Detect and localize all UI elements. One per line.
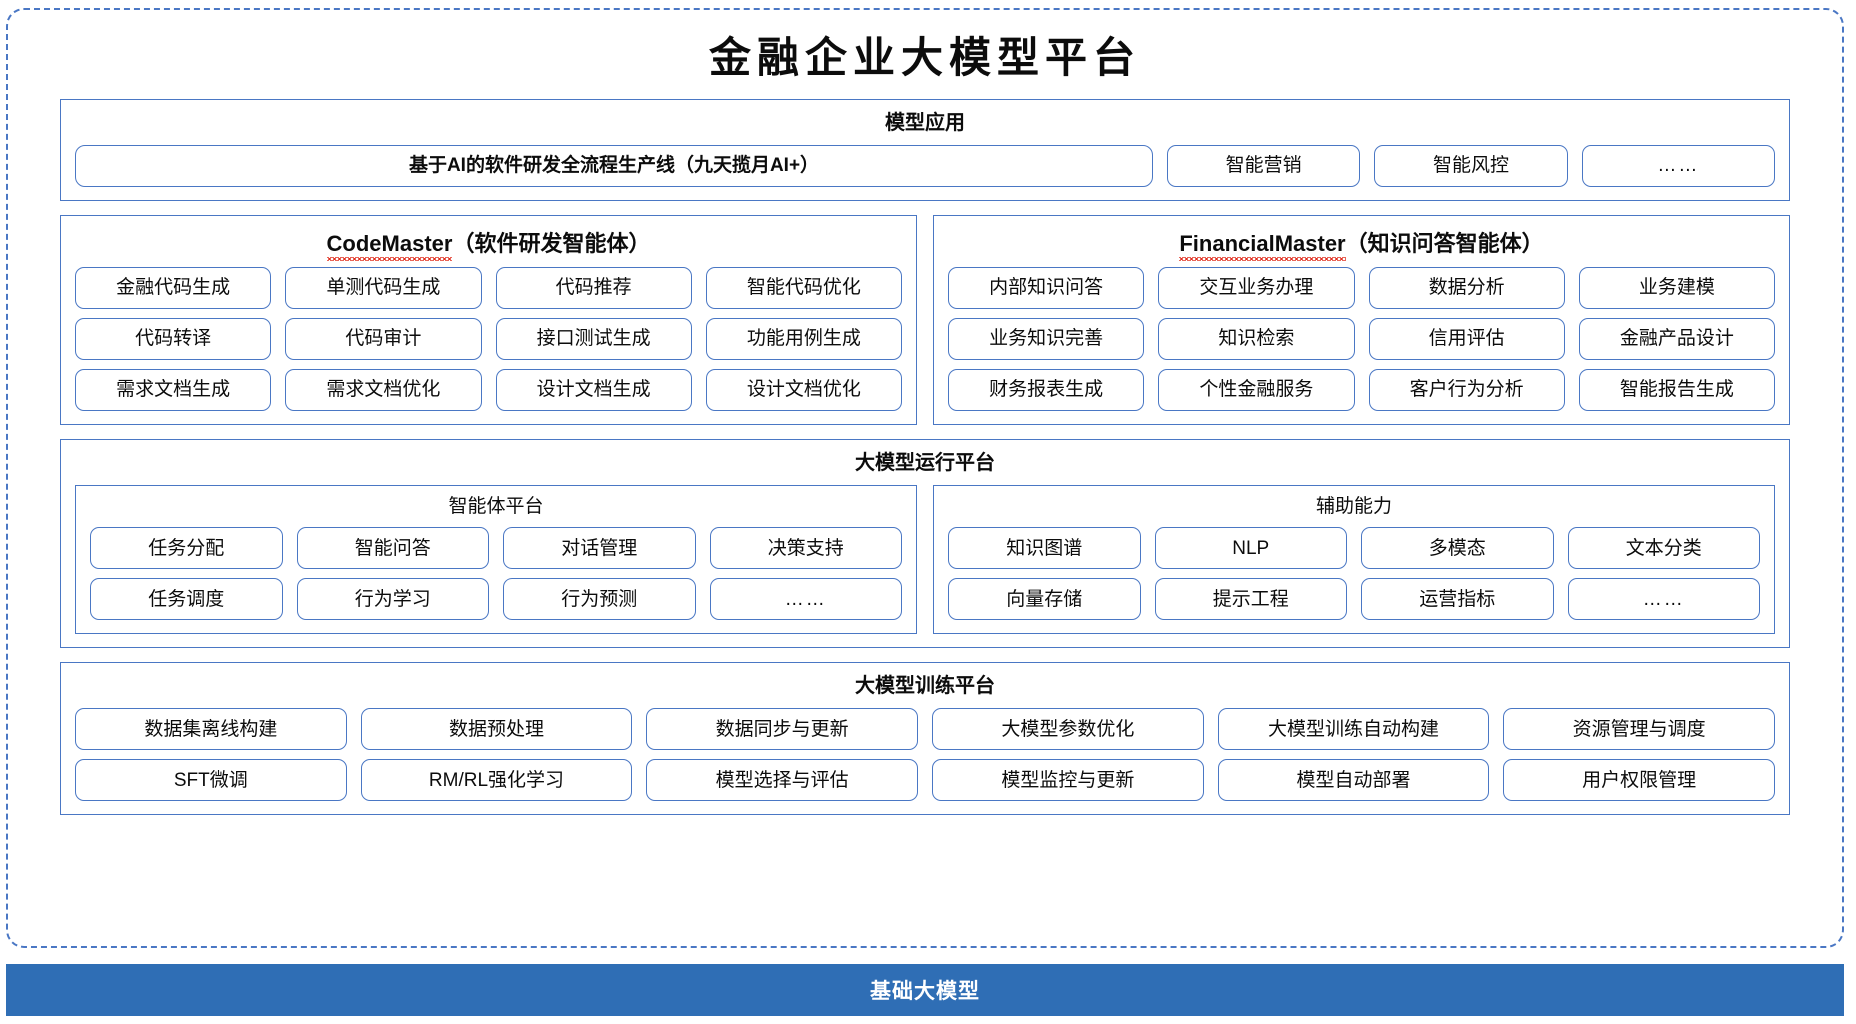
training-chip[interactable]: SFT微调 xyxy=(75,759,347,802)
runtime-chip[interactable]: 多模态 xyxy=(1361,527,1554,570)
training-chip[interactable]: 数据预处理 xyxy=(360,708,633,751)
agent-title-financialmaster: FinancialMaster（知识问答智能体） xyxy=(948,226,1775,261)
agent-name-financialmaster: FinancialMaster xyxy=(1179,230,1346,261)
runtime-column-title-auxiliary: 辅助能力 xyxy=(1315,495,1392,517)
agent-panel-codemaster: CodeMaster（软件研发智能体） 金融代码生成 单测代码生成 代码推荐 智… xyxy=(60,214,917,425)
capability-chip[interactable]: 需求文档生成 xyxy=(75,368,272,411)
section-title-runtime-platform: 大模型运行平台 xyxy=(855,451,995,474)
capability-chip[interactable]: 业务建模 xyxy=(1578,266,1775,309)
runtime-column-auxiliary: 辅助能力 知识图谱 NLP 多模态 文本分类 向量存储 提示工程 运营指标 …… xyxy=(933,484,1775,635)
model-application-row: 基于AI的软件研发全流程生产线（九天揽月AI+） 智能营销 智能风控 …… xyxy=(75,144,1775,187)
runtime-column-title-agent-platform: 智能体平台 xyxy=(448,495,544,517)
runtime-chip[interactable]: 知识图谱 xyxy=(948,527,1141,570)
agent-suffix-financialmaster: （知识问答智能体） xyxy=(1345,230,1544,256)
runtime-chip[interactable]: 向量存储 xyxy=(948,578,1141,621)
model-application-banner[interactable]: 基于AI的软件研发全流程生产线（九天揽月AI+） xyxy=(75,144,1153,187)
capability-chip[interactable]: 内部知识问答 xyxy=(948,266,1145,309)
agent-panel-financialmaster: FinancialMaster（知识问答智能体） 内部知识问答 交互业务办理 数… xyxy=(933,214,1790,425)
training-chip[interactable]: 用户权限管理 xyxy=(1503,759,1775,802)
runtime-grid-agent-platform: 任务分配 智能问答 对话管理 决策支持 任务调度 行为学习 行为预测 …… xyxy=(90,527,902,621)
training-chip[interactable]: 大模型训练自动构建 xyxy=(1217,708,1490,751)
capability-chip[interactable]: 个性金融服务 xyxy=(1158,368,1355,411)
runtime-chip[interactable]: 行为学习 xyxy=(296,578,489,621)
section-title-training-platform: 大模型训练平台 xyxy=(855,675,995,698)
training-chip[interactable]: 模型监控与更新 xyxy=(931,759,1204,802)
platform-outer-frame: 金融企业大模型平台 模型应用 基于AI的软件研发全流程生产线（九天揽月AI+） … xyxy=(6,8,1844,948)
capability-chip[interactable]: 代码推荐 xyxy=(495,266,692,309)
model-application-item-marketing[interactable]: 智能营销 xyxy=(1167,144,1361,187)
capability-chip[interactable]: 金融产品设计 xyxy=(1578,317,1775,360)
section-training-platform: 大模型训练平台 数据集离线构建 数据预处理 数据同步与更新 大模型参数优化 大模… xyxy=(60,662,1790,816)
runtime-chip[interactable]: 智能问答 xyxy=(296,527,489,570)
training-chip[interactable]: 数据同步与更新 xyxy=(646,708,918,751)
training-chip[interactable]: 资源管理与调度 xyxy=(1503,708,1775,751)
training-chip[interactable]: 大模型参数优化 xyxy=(931,708,1204,751)
capability-chip[interactable]: 需求文档优化 xyxy=(285,368,482,411)
model-application-item-riskcontrol[interactable]: 智能风控 xyxy=(1374,144,1568,187)
runtime-chip[interactable]: 任务分配 xyxy=(90,527,283,570)
capability-chip[interactable]: 设计文档优化 xyxy=(705,368,902,411)
runtime-column-agent-platform: 智能体平台 任务分配 智能问答 对话管理 决策支持 任务调度 行为学习 行为预测… xyxy=(75,484,917,635)
capability-chip[interactable]: 业务知识完善 xyxy=(948,317,1145,360)
runtime-chip[interactable]: 对话管理 xyxy=(503,527,696,570)
runtime-chip-more[interactable]: …… xyxy=(709,578,902,621)
capability-chip[interactable]: 智能报告生成 xyxy=(1578,368,1775,411)
runtime-chip[interactable]: 任务调度 xyxy=(90,578,283,621)
capability-chip[interactable]: 设计文档生成 xyxy=(495,368,692,411)
training-chip[interactable]: RM/RL强化学习 xyxy=(360,759,633,802)
capability-chip[interactable]: 接口测试生成 xyxy=(495,317,692,360)
runtime-chip[interactable]: NLP xyxy=(1154,527,1347,570)
capability-chip[interactable]: 客户行为分析 xyxy=(1368,368,1565,411)
agent-title-codemaster: CodeMaster（软件研发智能体） xyxy=(75,226,902,261)
agent-name-codemaster: CodeMaster xyxy=(326,230,453,261)
runtime-chip[interactable]: 运营指标 xyxy=(1361,578,1554,621)
runtime-chip[interactable]: 提示工程 xyxy=(1154,578,1347,621)
capability-chip[interactable]: 单测代码生成 xyxy=(285,266,482,309)
agent-suffix-codemaster: （软件研发智能体） xyxy=(452,230,651,256)
capability-chip[interactable]: 数据分析 xyxy=(1368,266,1565,309)
capability-chip[interactable]: 功能用例生成 xyxy=(705,317,902,360)
runtime-chip[interactable]: 行为预测 xyxy=(503,578,696,621)
foundation-model-bar: 基础大模型 xyxy=(6,964,1844,1016)
page-title: 金融企业大模型平台 xyxy=(708,33,1141,82)
capability-chip[interactable]: 信用评估 xyxy=(1368,317,1565,360)
runtime-columns: 智能体平台 任务分配 智能问答 对话管理 决策支持 任务调度 行为学习 行为预测… xyxy=(75,484,1775,635)
agent-capability-grid-financialmaster: 内部知识问答 交互业务办理 数据分析 业务建模 业务知识完善 知识检索 信用评估… xyxy=(948,266,1775,411)
capability-chip[interactable]: 代码转译 xyxy=(75,317,272,360)
agent-capability-grid-codemaster: 金融代码生成 单测代码生成 代码推荐 智能代码优化 代码转译 代码审计 接口测试… xyxy=(75,266,902,411)
training-grid: 数据集离线构建 数据预处理 数据同步与更新 大模型参数优化 大模型训练自动构建 … xyxy=(75,708,1775,802)
capability-chip[interactable]: 知识检索 xyxy=(1158,317,1355,360)
capability-chip[interactable]: 交互业务办理 xyxy=(1158,266,1355,309)
training-chip[interactable]: 模型选择与评估 xyxy=(646,759,918,802)
foundation-model-label: 基础大模型 xyxy=(870,980,980,1003)
runtime-chip[interactable]: 决策支持 xyxy=(709,527,902,570)
runtime-chip[interactable]: 文本分类 xyxy=(1567,527,1760,570)
training-chip[interactable]: 模型自动部署 xyxy=(1217,759,1490,802)
section-model-application: 模型应用 基于AI的软件研发全流程生产线（九天揽月AI+） 智能营销 智能风控 … xyxy=(60,98,1790,201)
capability-chip[interactable]: 金融代码生成 xyxy=(75,266,272,309)
capability-chip[interactable]: 智能代码优化 xyxy=(705,266,902,309)
training-chip[interactable]: 数据集离线构建 xyxy=(75,708,347,751)
capability-chip[interactable]: 代码审计 xyxy=(285,317,482,360)
runtime-grid-auxiliary: 知识图谱 NLP 多模态 文本分类 向量存储 提示工程 运营指标 …… xyxy=(948,527,1760,621)
section-title-model-application: 模型应用 xyxy=(885,111,965,134)
section-agents: CodeMaster（软件研发智能体） 金融代码生成 单测代码生成 代码推荐 智… xyxy=(60,214,1790,425)
model-application-item-more[interactable]: …… xyxy=(1581,144,1775,187)
runtime-chip-more[interactable]: …… xyxy=(1567,578,1760,621)
capability-chip[interactable]: 财务报表生成 xyxy=(948,368,1145,411)
section-runtime-platform: 大模型运行平台 智能体平台 任务分配 智能问答 对话管理 决策支持 任务调度 行… xyxy=(60,438,1790,649)
